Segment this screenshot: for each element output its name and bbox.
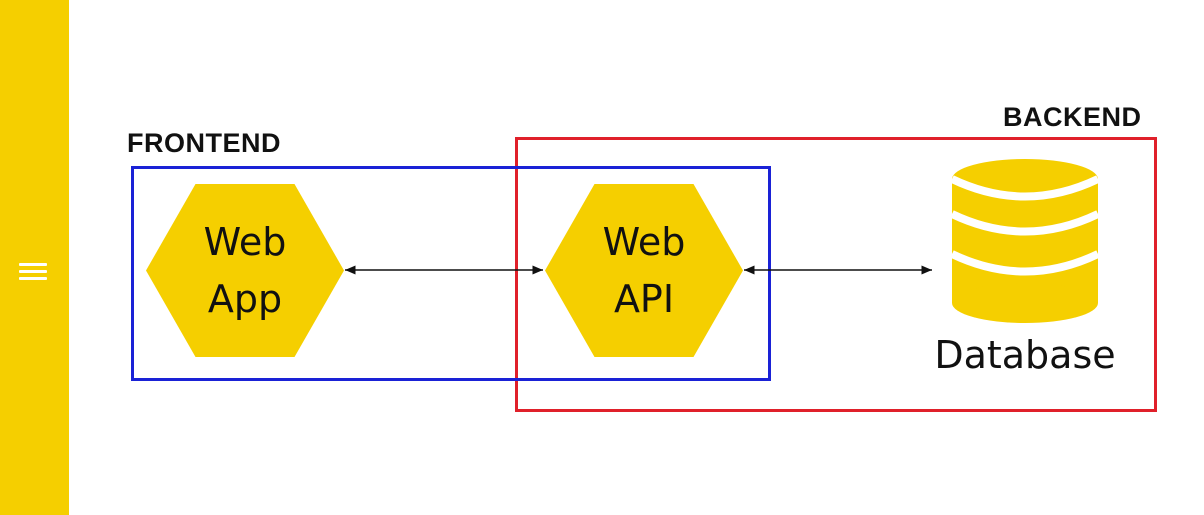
frontend-label: FRONTEND [127, 128, 281, 158]
web-api-label-line1: Web [602, 219, 686, 264]
web-api-label-line2: API [613, 276, 675, 321]
backend-frame [515, 137, 1157, 412]
sidebar [0, 0, 69, 515]
web-app-label-line2: App [207, 276, 283, 321]
web-app-label-line1: Web [203, 219, 287, 264]
database-icon [950, 159, 1100, 323]
hamburger-menu-icon[interactable] [19, 260, 50, 282]
database-label: Database [934, 333, 1116, 377]
backend-label: BACKEND [1003, 102, 1142, 132]
